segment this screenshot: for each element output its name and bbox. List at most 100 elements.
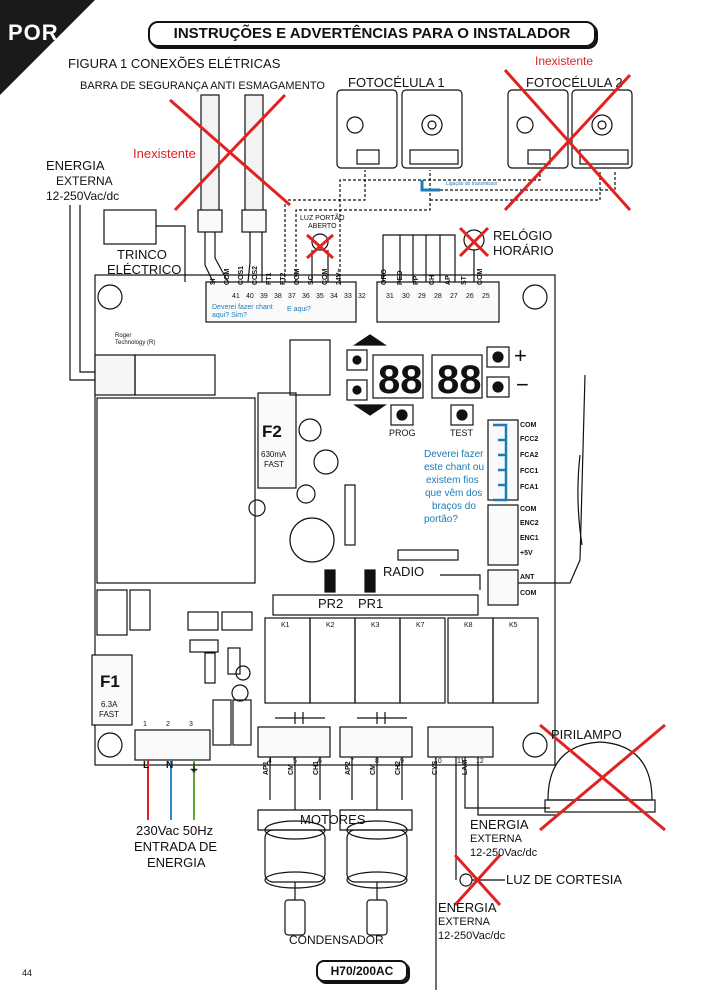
energia-top-line3: 12-250Vac/dc bbox=[46, 189, 120, 203]
tr-num-29: 29 bbox=[418, 293, 426, 300]
pr2-label: PR2 bbox=[318, 596, 344, 611]
m2-cm: CM bbox=[370, 764, 377, 775]
pwr-n: N bbox=[166, 760, 174, 771]
prog-label: PROG bbox=[389, 428, 416, 438]
f2-type: FAST bbox=[264, 460, 285, 469]
blue-note-2: este chant ou bbox=[424, 462, 485, 473]
f1-type: FAST bbox=[99, 710, 120, 719]
relay-k5: K5 bbox=[509, 622, 518, 629]
energia-b2-line2: EXTERNA bbox=[438, 916, 490, 928]
pr1-label: PR1 bbox=[358, 596, 384, 611]
tl-com-2: COM bbox=[294, 268, 301, 285]
f2-label: F2 bbox=[262, 422, 282, 441]
tl-num-33: 33 bbox=[344, 293, 352, 300]
tl-cos1: COS1 bbox=[238, 265, 245, 285]
tr-num-30: 30 bbox=[402, 293, 410, 300]
pirilampo-label: PIRILAMPO bbox=[551, 727, 622, 742]
tl-sc: SC bbox=[308, 275, 315, 285]
tl-24v: 24V~ bbox=[336, 268, 343, 285]
rt-enc1: ENC1 bbox=[520, 535, 539, 542]
trinco-line1: TRINCO bbox=[117, 247, 167, 262]
m1-num-4: 4 bbox=[268, 758, 272, 765]
energia-b2-line3: 12-250Vac/dc bbox=[438, 930, 506, 942]
rt-fca2: FCA2 bbox=[520, 452, 539, 459]
tl-num-40: 40 bbox=[246, 293, 254, 300]
energia-b1-line2: EXTERNA bbox=[470, 833, 522, 845]
e-aqui: E aqui? bbox=[287, 306, 311, 313]
svg-text:88: 88 bbox=[378, 358, 423, 402]
tl-num-35: 35 bbox=[316, 293, 324, 300]
m1-num-5: 5 bbox=[293, 758, 297, 765]
tl-num-32: 32 bbox=[358, 293, 366, 300]
blue-note-5: braços do bbox=[432, 501, 476, 512]
tl-num-39: 39 bbox=[260, 293, 268, 300]
rt-com-1: COM bbox=[520, 422, 537, 429]
language-tag: POR bbox=[8, 20, 59, 45]
m2-num-8: 8 bbox=[375, 758, 379, 765]
pwr-l: L bbox=[143, 760, 150, 771]
header-title: INSTRUÇÕES E ADVERTÊNCIAS PARA O INSTALA… bbox=[148, 21, 596, 47]
lamp-num-11: 11 bbox=[457, 758, 465, 765]
f1-rating: 6.3A bbox=[101, 700, 118, 709]
relay-k8: K8 bbox=[464, 622, 473, 629]
energia-b2-line1: ENERGIA bbox=[438, 900, 497, 915]
rt-ant: ANT bbox=[520, 574, 535, 581]
tl-cos2: COS2 bbox=[252, 265, 259, 285]
tl-num-41: 41 bbox=[232, 293, 240, 300]
control-board bbox=[94, 274, 556, 766]
rt-fcc2: FCC2 bbox=[520, 436, 539, 443]
tl-num-36: 36 bbox=[302, 293, 310, 300]
tr-pp: PP bbox=[413, 275, 420, 285]
tr-ped: PED bbox=[397, 270, 404, 285]
pwr-num-3: 3 bbox=[189, 721, 193, 728]
relay-k2: K2 bbox=[326, 622, 335, 629]
pwr-earth: ⏚ bbox=[189, 764, 199, 775]
pwr-num-2: 2 bbox=[166, 721, 170, 728]
deverei-small-1: Deverei fazer chant bbox=[212, 304, 273, 311]
lamp-num-10: 10 bbox=[434, 758, 442, 765]
roger-line2: Technology (R) bbox=[115, 340, 156, 346]
tr-oro: ORO bbox=[381, 269, 388, 285]
tr-num-31: 31 bbox=[386, 293, 394, 300]
tl-com-1: COM bbox=[224, 268, 231, 285]
rt-fca1: FCA1 bbox=[520, 484, 539, 491]
tr-com: COM bbox=[477, 268, 484, 285]
entrada-line1: 230Vac 50Hz bbox=[136, 823, 214, 838]
rt-5v: +5V bbox=[520, 550, 533, 557]
model-label: H70/200AC bbox=[316, 960, 408, 982]
roger-line1: Roger bbox=[115, 333, 132, 339]
energia-top-line1: ENERGIA bbox=[46, 158, 105, 173]
m1-num-6: 6 bbox=[318, 758, 322, 765]
plus-sign: + bbox=[514, 343, 527, 368]
tl-num-38: 38 bbox=[274, 293, 282, 300]
rt-com-3: COM bbox=[520, 590, 537, 597]
f2-rating: 630mA bbox=[261, 450, 287, 459]
luz-portao-line1: LUZ PORTÃO bbox=[300, 215, 345, 222]
photocell2-label: FOTOCÉLULA 2 bbox=[526, 75, 623, 90]
inexistente-left: Inexistente bbox=[133, 146, 196, 161]
trinco-line2: ELÉCTRICO bbox=[107, 262, 182, 277]
tr-num-26: 26 bbox=[466, 293, 474, 300]
figure-title: FIGURA 1 CONEXÕES ELÉTRICAS bbox=[68, 56, 281, 71]
safety-bar-label: BARRA DE SEGURANÇA ANTI ESMAGAMENTO bbox=[80, 80, 325, 92]
energia-b1-line3: 12-250Vac/dc bbox=[470, 847, 538, 859]
energia-top-line2: EXTERNA bbox=[56, 174, 113, 188]
lamp-num-12: 12 bbox=[476, 758, 484, 765]
tr-num-28: 28 bbox=[434, 293, 442, 300]
entrada-line2: ENTRADA DE bbox=[134, 839, 218, 854]
pwr-num-1: 1 bbox=[143, 721, 147, 728]
tl-ft2: FT2 bbox=[280, 272, 287, 285]
f1-label: F1 bbox=[100, 672, 120, 691]
tl-com-3: COM bbox=[322, 268, 329, 285]
tl-si: SI bbox=[210, 278, 217, 285]
minus-sign: − bbox=[516, 372, 529, 397]
rt-com-2: COM bbox=[520, 506, 537, 513]
relogio-line1: RELÓGIO bbox=[493, 228, 553, 243]
relay-k3: K3 bbox=[371, 622, 380, 629]
m2-num-7: 7 bbox=[350, 758, 354, 765]
relay-k1: K1 bbox=[281, 622, 290, 629]
motores-label: MOTORES bbox=[300, 812, 366, 827]
blue-note-4: que vêm dos bbox=[425, 488, 483, 499]
luz-cortesia-label: LUZ DE CORTESIA bbox=[506, 872, 623, 887]
